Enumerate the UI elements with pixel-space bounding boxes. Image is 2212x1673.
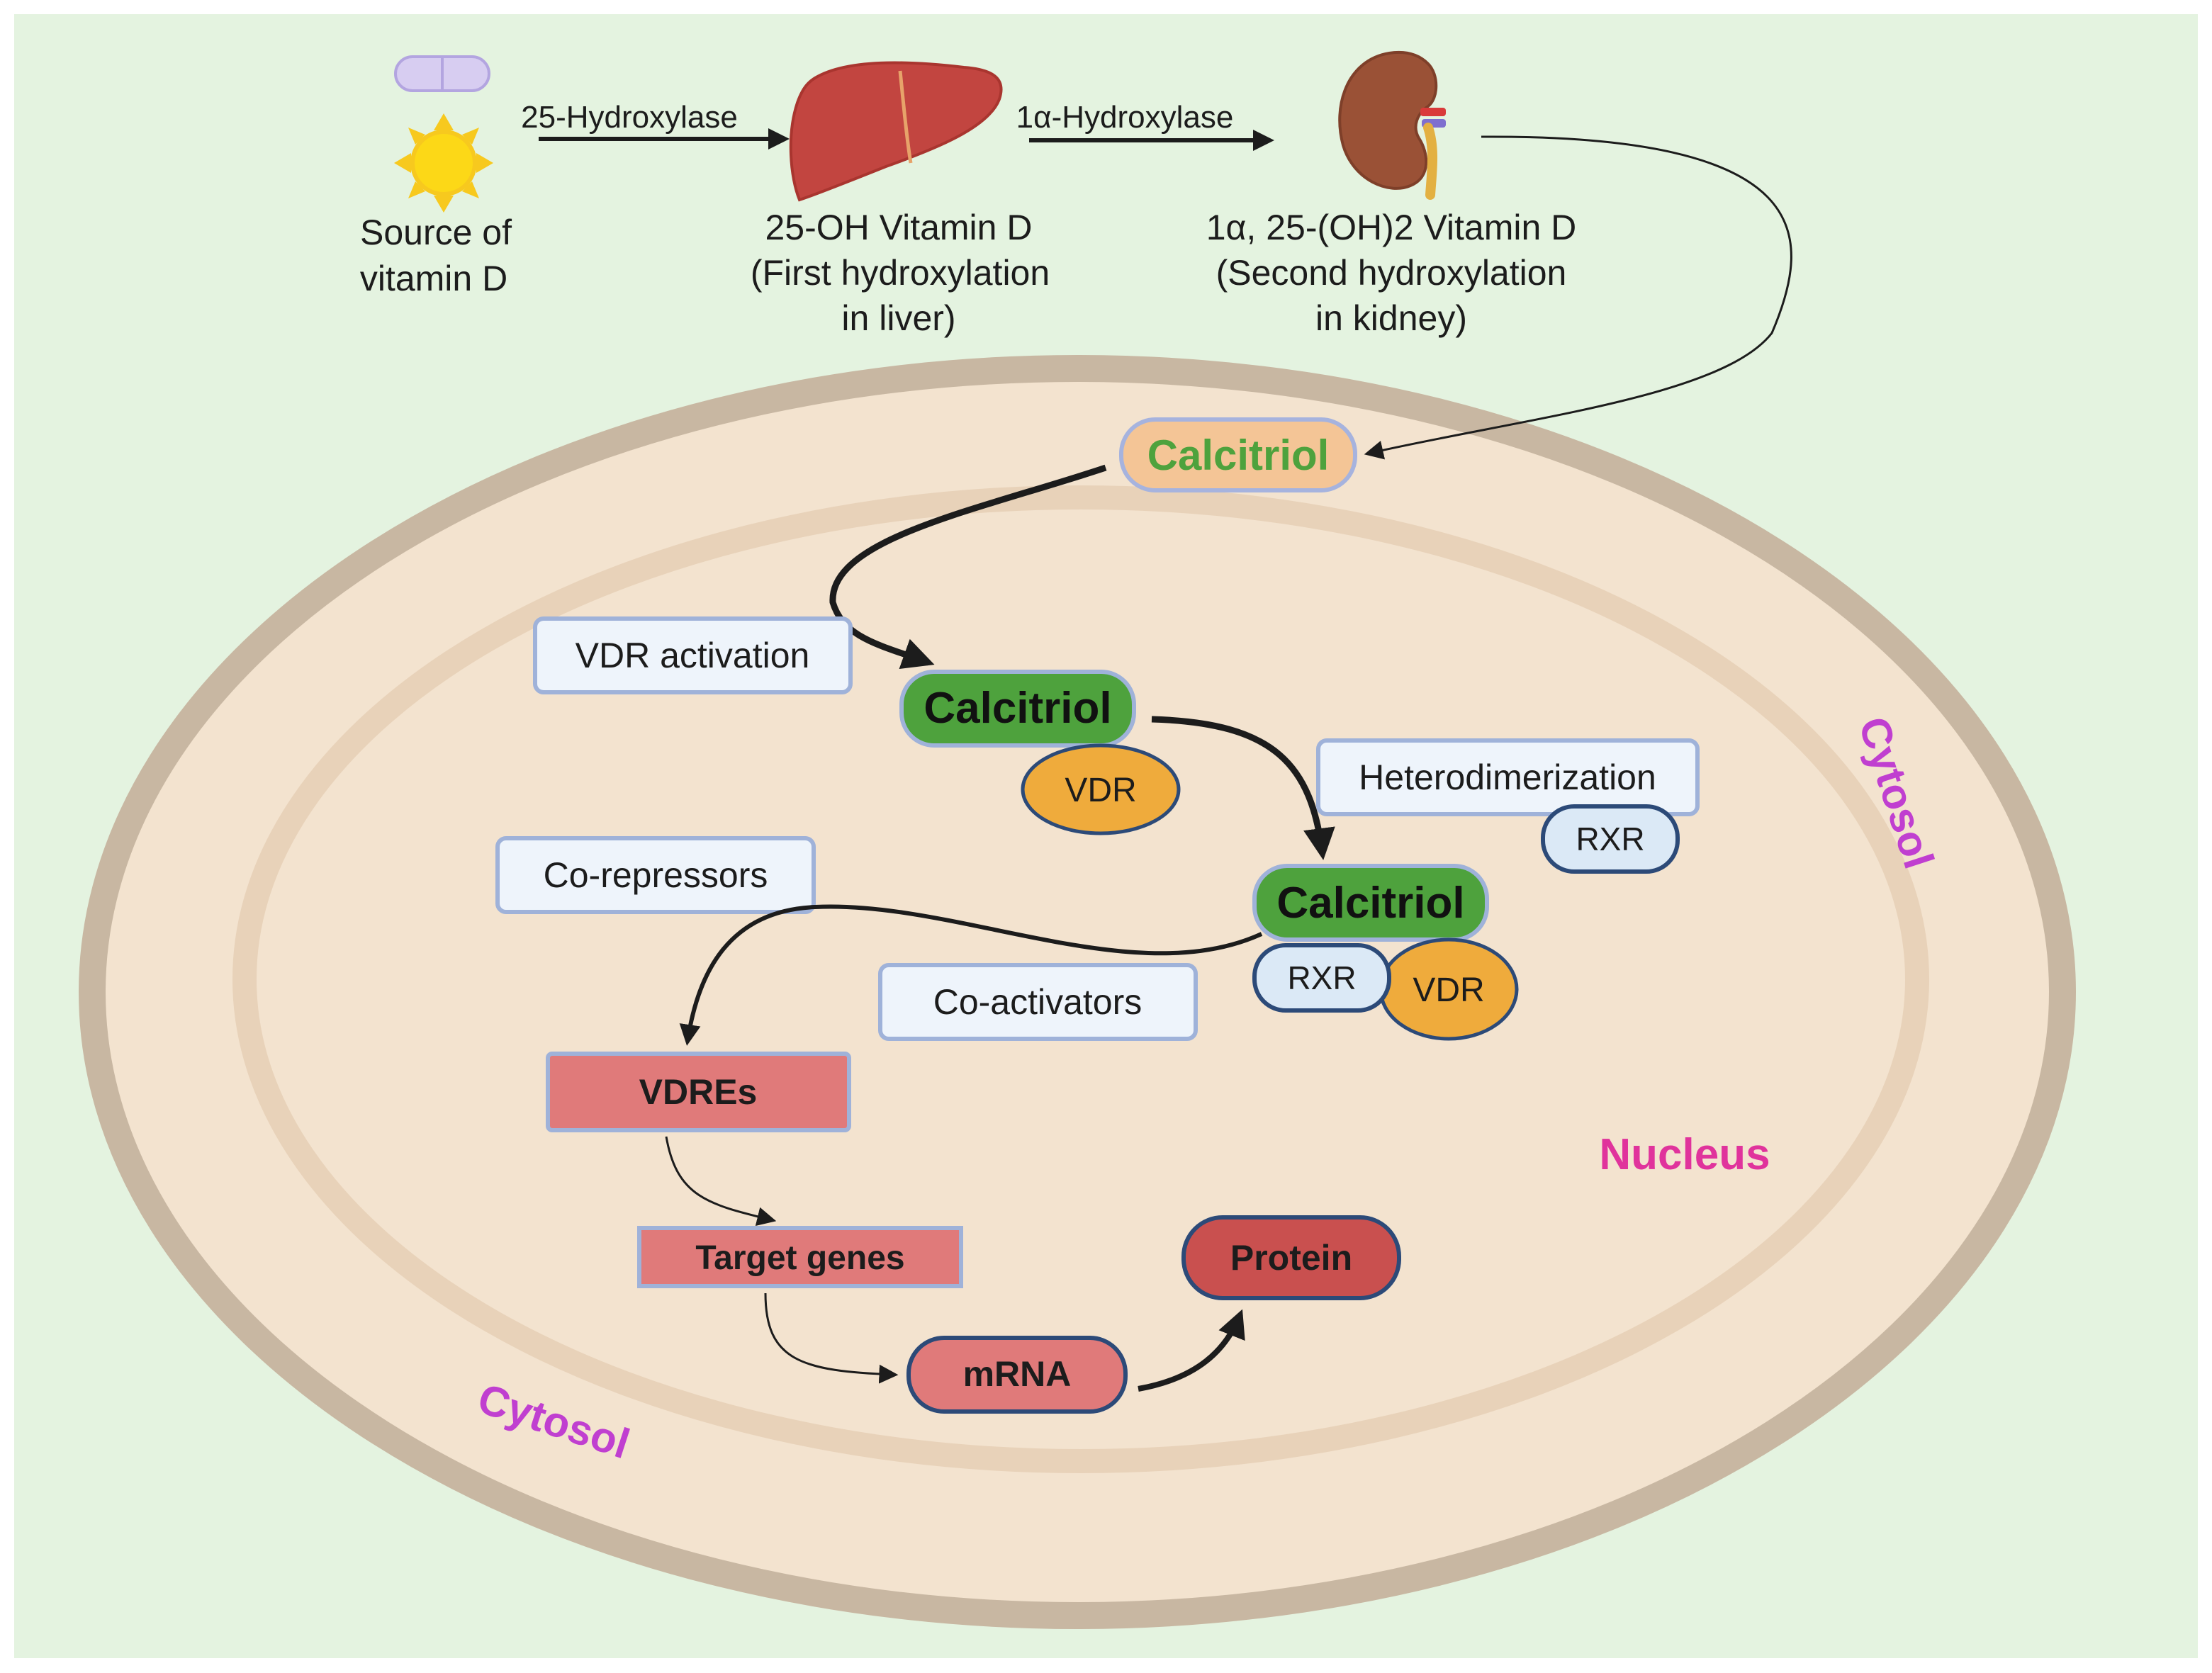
kidney-label-line2: (Second hydroxylation	[1216, 253, 1567, 293]
calcitriol-entry-label: Calcitriol	[1147, 432, 1330, 479]
protein-box	[1181, 1215, 1401, 1300]
source-label-line2: vitamin D	[360, 259, 507, 298]
pill-icon	[394, 55, 490, 92]
target-genes-box	[637, 1226, 963, 1288]
liver-label-line1: 25-OH Vitamin D	[765, 208, 1033, 247]
calcitriol-entry-box	[1119, 417, 1357, 492]
liver-label-line3: in liver)	[841, 298, 955, 338]
vdr-activation-label: VDR activation	[576, 636, 810, 675]
liver-icon	[789, 61, 1003, 202]
calcitriol-bound-box	[899, 670, 1136, 748]
rxr-complex-blob	[1252, 943, 1391, 1013]
arrow-complex-to-vdres	[679, 904, 1263, 1046]
vdr-complex-label: VDR	[1413, 971, 1484, 1009]
calcitriol-bound-label: Calcitriol	[923, 684, 1111, 733]
heterodimerization-label: Heterodimerization	[1359, 757, 1656, 797]
kidney-label-line3: in kidney)	[1315, 298, 1467, 338]
source-label-line1: Source of	[360, 213, 512, 252]
rxr-complex-label: RXR	[1287, 959, 1356, 996]
sun-icon	[394, 113, 493, 213]
vdr-activation-box	[533, 616, 853, 694]
kidney-label-line1: 1α, 25-(OH)2 Vitamin D	[1206, 208, 1577, 247]
liver-label-line2: (First hydroxylation	[751, 253, 1050, 293]
mrna-label: mRNA	[963, 1354, 1072, 1394]
enzyme1-label: 25-Hydroxylase	[521, 100, 738, 135]
arrow-entry-to-bound	[829, 464, 1107, 670]
calcitriol-complex-box	[1252, 864, 1489, 942]
calcitriol-complex-label: Calcitriol	[1276, 879, 1464, 928]
arrow-bound-to-complex	[1151, 716, 1335, 860]
co-activators-box	[878, 963, 1198, 1041]
enzyme2-label: 1α-Hydroxylase	[1016, 100, 1234, 135]
rxr-free-blob	[1541, 804, 1680, 874]
vdr-label: VDR	[1065, 772, 1136, 809]
rxr-free-label: RXR	[1576, 821, 1644, 857]
kidney-icon	[1338, 50, 1446, 200]
target-genes-label: Target genes	[695, 1239, 904, 1277]
arrow-vdres-to-genes	[665, 1136, 777, 1226]
vdr-blob	[1021, 743, 1181, 835]
vdres-box	[546, 1052, 851, 1132]
vdres-label: VDREs	[639, 1072, 758, 1112]
nucleus-membrane	[232, 485, 1929, 1473]
heterodimerization-box	[1316, 738, 1700, 816]
co-repressors-box	[495, 836, 816, 914]
arrow-mrna-to-protein	[1138, 1309, 1245, 1392]
arrow-kidney-to-cell	[1364, 135, 1792, 460]
protein-label: Protein	[1230, 1238, 1352, 1278]
mrna-box	[906, 1336, 1128, 1414]
nucleus-label: Nucleus	[1599, 1130, 1770, 1179]
co-activators-label: Co-activators	[933, 982, 1143, 1022]
arrow-genes-to-mrna	[764, 1292, 899, 1384]
co-repressors-label: Co-repressors	[544, 855, 768, 895]
